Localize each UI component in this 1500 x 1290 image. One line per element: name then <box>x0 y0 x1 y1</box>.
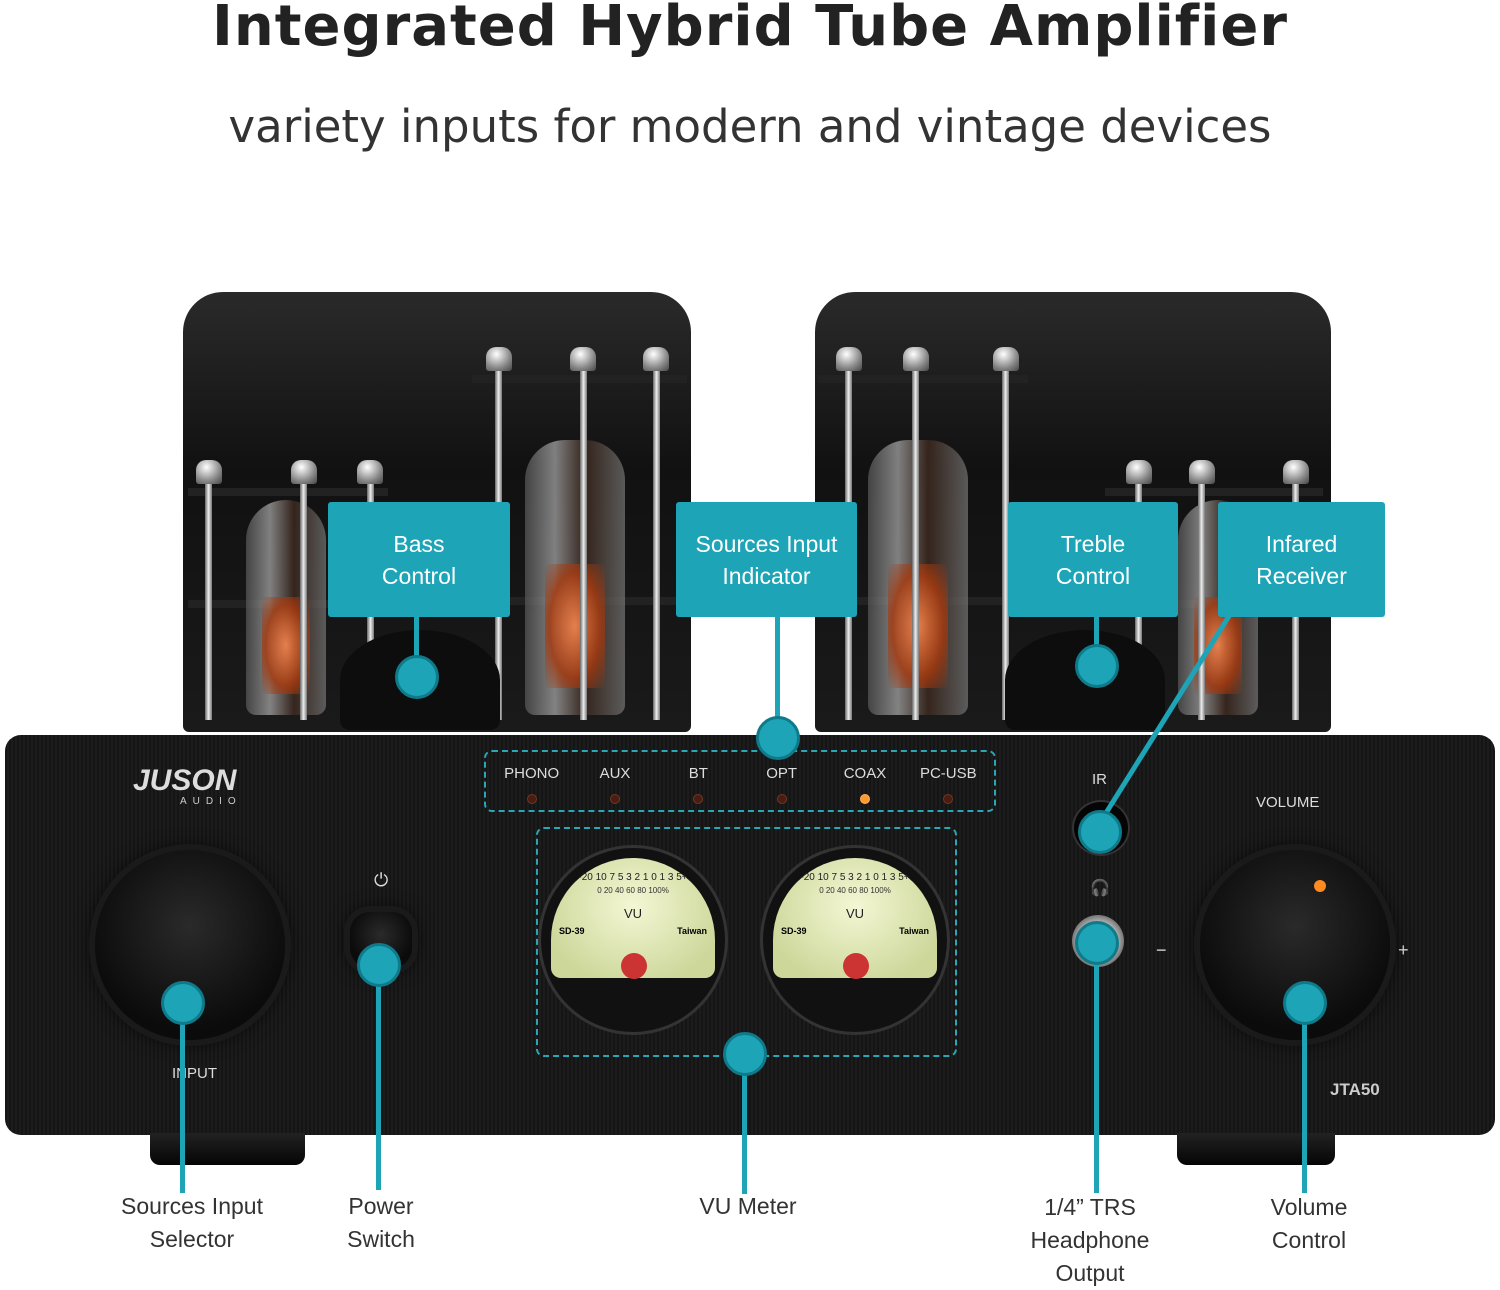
source-indicator-pc-usb: PC-USB <box>907 765 990 804</box>
cage-rod <box>1198 480 1205 720</box>
foot <box>150 1133 305 1165</box>
ir-label: IR <box>1092 771 1107 788</box>
vu-scale-pct: 0 20 40 60 80 100% <box>597 886 669 895</box>
cage-nut <box>643 347 669 371</box>
led-icon <box>693 794 704 804</box>
vu-pivot <box>843 953 869 979</box>
callout-line <box>1094 943 1099 1193</box>
vu-meter-right: -20 10 7 5 3 2 1 0 1 3 5+ 0 20 40 60 80 1… <box>760 845 950 1035</box>
callout-power-switch: Power Switch <box>347 1193 415 1252</box>
led-icon <box>526 794 537 804</box>
led-icon <box>776 794 787 804</box>
cage-nut <box>1126 460 1152 484</box>
foot <box>1177 1133 1335 1165</box>
vacuum-tube <box>525 440 625 715</box>
volume-indicator-dot <box>1314 880 1326 892</box>
cage-nut <box>196 460 222 484</box>
cage-nut <box>1283 460 1309 484</box>
callout-dot <box>1075 921 1119 965</box>
source-indicator-coax: COAX <box>823 765 906 804</box>
vacuum-tube <box>246 500 326 715</box>
cage-nut <box>1189 460 1215 484</box>
callout-dot <box>1075 644 1119 688</box>
model-label: JTA50 <box>1330 1080 1380 1099</box>
callout-volume-control: Volume Control <box>1270 1194 1348 1253</box>
callout-line <box>775 615 780 737</box>
callout-treble-control: Treble Control <box>1008 502 1178 617</box>
vu-label: VU <box>845 906 865 921</box>
callout-dot <box>357 943 401 987</box>
vu-scale: -20 10 7 5 3 2 1 0 1 3 5+ <box>800 872 910 883</box>
power-icon: ⏻ <box>374 870 389 890</box>
callout-infrared-receiver: Infared Receiver <box>1218 502 1385 617</box>
headphone-icon: 🎧 <box>1090 880 1110 897</box>
callout-line <box>180 1003 185 1193</box>
callout-line <box>1302 1003 1307 1193</box>
cage-nut <box>486 347 512 371</box>
brand-logo-sub: AUDIO <box>180 796 242 807</box>
vu-model: SD-39 <box>781 926 807 936</box>
source-label: OPT <box>766 765 798 782</box>
vu-pivot <box>621 953 647 979</box>
cage-nut <box>836 347 862 371</box>
callout-headphone-output: 1/4” TRS Headphone Output <box>1030 1194 1150 1286</box>
cage-nut <box>291 460 317 484</box>
source-indicator-panel <box>484 750 996 812</box>
callout-dot <box>395 655 439 699</box>
page-title: Integrated Hybrid Tube Amplifier <box>212 0 1288 59</box>
led-icon <box>609 794 620 804</box>
callout-dot <box>1283 981 1327 1025</box>
callout-line <box>1094 615 1099 665</box>
source-indicators: PHONO AUX BT OPT COAX PC-USB <box>490 765 990 804</box>
volume-label: VOLUME <box>1256 794 1320 811</box>
input-label: INPUT <box>172 1065 217 1082</box>
vu-scale: -20 10 7 5 3 2 1 0 1 3 5+ <box>578 872 688 883</box>
callout-line <box>742 1054 747 1194</box>
vu-label: VU <box>623 906 643 921</box>
cage-rod <box>1002 365 1009 720</box>
volume-plus: + <box>1398 940 1409 960</box>
source-indicator-bt: BT <box>657 765 740 804</box>
cage-rod <box>912 365 919 720</box>
vu-meter-left: -20 10 7 5 3 2 1 0 1 3 5+ 0 20 40 60 80 1… <box>538 845 728 1035</box>
callout-dot <box>756 716 800 760</box>
brand-logo: JUSON <box>133 764 237 797</box>
led-icon-active <box>859 794 870 804</box>
callout-dot <box>1078 810 1122 854</box>
callout-vu-meter: VU Meter <box>699 1193 797 1219</box>
source-label: BT <box>688 765 708 782</box>
callout-sources-input-indicator: Sources Input Indicator <box>676 502 857 617</box>
source-label: PC-USB <box>919 765 977 782</box>
cage-nut <box>570 347 596 371</box>
callout-sources-input-selector: Sources Input Selector <box>121 1193 263 1252</box>
callout-line <box>376 965 381 1190</box>
cage-rod <box>205 480 212 720</box>
callout-bass-control: Bass Control <box>328 502 510 617</box>
vu-origin: Taiwan <box>677 926 707 936</box>
source-label: COAX <box>843 765 887 782</box>
source-label: PHONO <box>504 765 560 782</box>
page-subtitle: variety inputs for modern and vintage de… <box>228 100 1272 153</box>
callout-dot <box>723 1032 767 1076</box>
cage-rod <box>580 365 587 720</box>
source-indicator-aux: AUX <box>573 765 656 804</box>
callout-dot <box>161 981 205 1025</box>
cage-nut <box>993 347 1019 371</box>
cage-rod <box>653 365 660 720</box>
cage-nut <box>357 460 383 484</box>
volume-minus: − <box>1156 940 1167 960</box>
callout-line <box>414 615 419 675</box>
source-label: AUX <box>599 765 631 782</box>
vu-origin: Taiwan <box>899 926 929 936</box>
source-indicator-phono: PHONO <box>490 765 573 804</box>
cage-nut <box>903 347 929 371</box>
vu-model: SD-39 <box>559 926 585 936</box>
source-indicator-opt: OPT <box>740 765 823 804</box>
vu-scale-pct: 0 20 40 60 80 100% <box>819 886 891 895</box>
cage-rod <box>300 480 307 720</box>
led-icon <box>943 794 954 804</box>
